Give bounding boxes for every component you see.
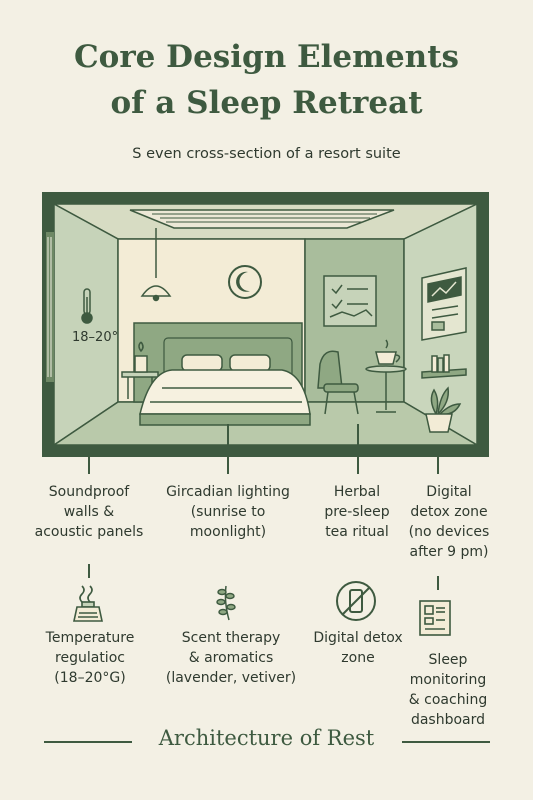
tea-table bbox=[365, 339, 407, 413]
title-line-1: Core Design Elements bbox=[73, 39, 459, 75]
connector-line bbox=[88, 564, 90, 578]
potted-plant bbox=[425, 386, 462, 433]
feature-detox-label: Digital detox zone (no devices after 9 p… bbox=[408, 484, 490, 560]
footer-title: Architecture of Rest bbox=[158, 726, 375, 750]
footer-rule-left bbox=[44, 741, 132, 743]
moon-clock-icon bbox=[228, 265, 262, 299]
wall-shelf bbox=[421, 354, 467, 379]
feature-circadian-label: Gircadian lighting (sunrise to moonlight… bbox=[166, 484, 290, 540]
armchair bbox=[317, 350, 359, 415]
connector-line bbox=[437, 576, 439, 590]
nightstand bbox=[121, 341, 159, 399]
connector-line bbox=[357, 424, 359, 474]
wall-acoustic-strip bbox=[46, 232, 54, 382]
wall-chart-frame bbox=[323, 275, 377, 327]
bed bbox=[139, 354, 311, 426]
title-line-2: of a Sleep Retreat bbox=[110, 85, 423, 121]
feature-tea-label: Herbal pre-sleep tea ritual bbox=[324, 484, 390, 540]
subtitle: S even cross-section of a resort suite bbox=[132, 146, 401, 162]
room-cross-section bbox=[42, 192, 489, 457]
connector-line bbox=[437, 455, 439, 474]
acoustic-panel bbox=[129, 209, 395, 229]
thermometer-icon bbox=[81, 288, 93, 324]
connector-line bbox=[227, 424, 229, 474]
pendant-lamp bbox=[140, 228, 172, 302]
thermometer-label: 18–20° bbox=[72, 330, 119, 345]
feature-soundproof-label: Soundproof walls & acoustic panels bbox=[34, 484, 144, 540]
wall-dashboard bbox=[421, 267, 467, 341]
no-phone-icon bbox=[336, 581, 376, 621]
footer-rule-right bbox=[402, 741, 490, 743]
sleep-dashboard-icon bbox=[419, 600, 451, 636]
temperature-regulation-label: Temperature regulatioc (18–20°G) bbox=[45, 630, 135, 686]
humidifier-icon bbox=[73, 585, 103, 622]
connector-line bbox=[88, 454, 90, 474]
scent-therapy-label: Scent therapy & aromatics (lavender, vet… bbox=[165, 630, 297, 686]
herb-sprig-icon bbox=[216, 585, 236, 621]
sleep-monitoring-label: Sleep monitoring & coaching dashboard bbox=[408, 652, 488, 728]
digital-detox-label: Digital detox zone bbox=[313, 630, 403, 666]
